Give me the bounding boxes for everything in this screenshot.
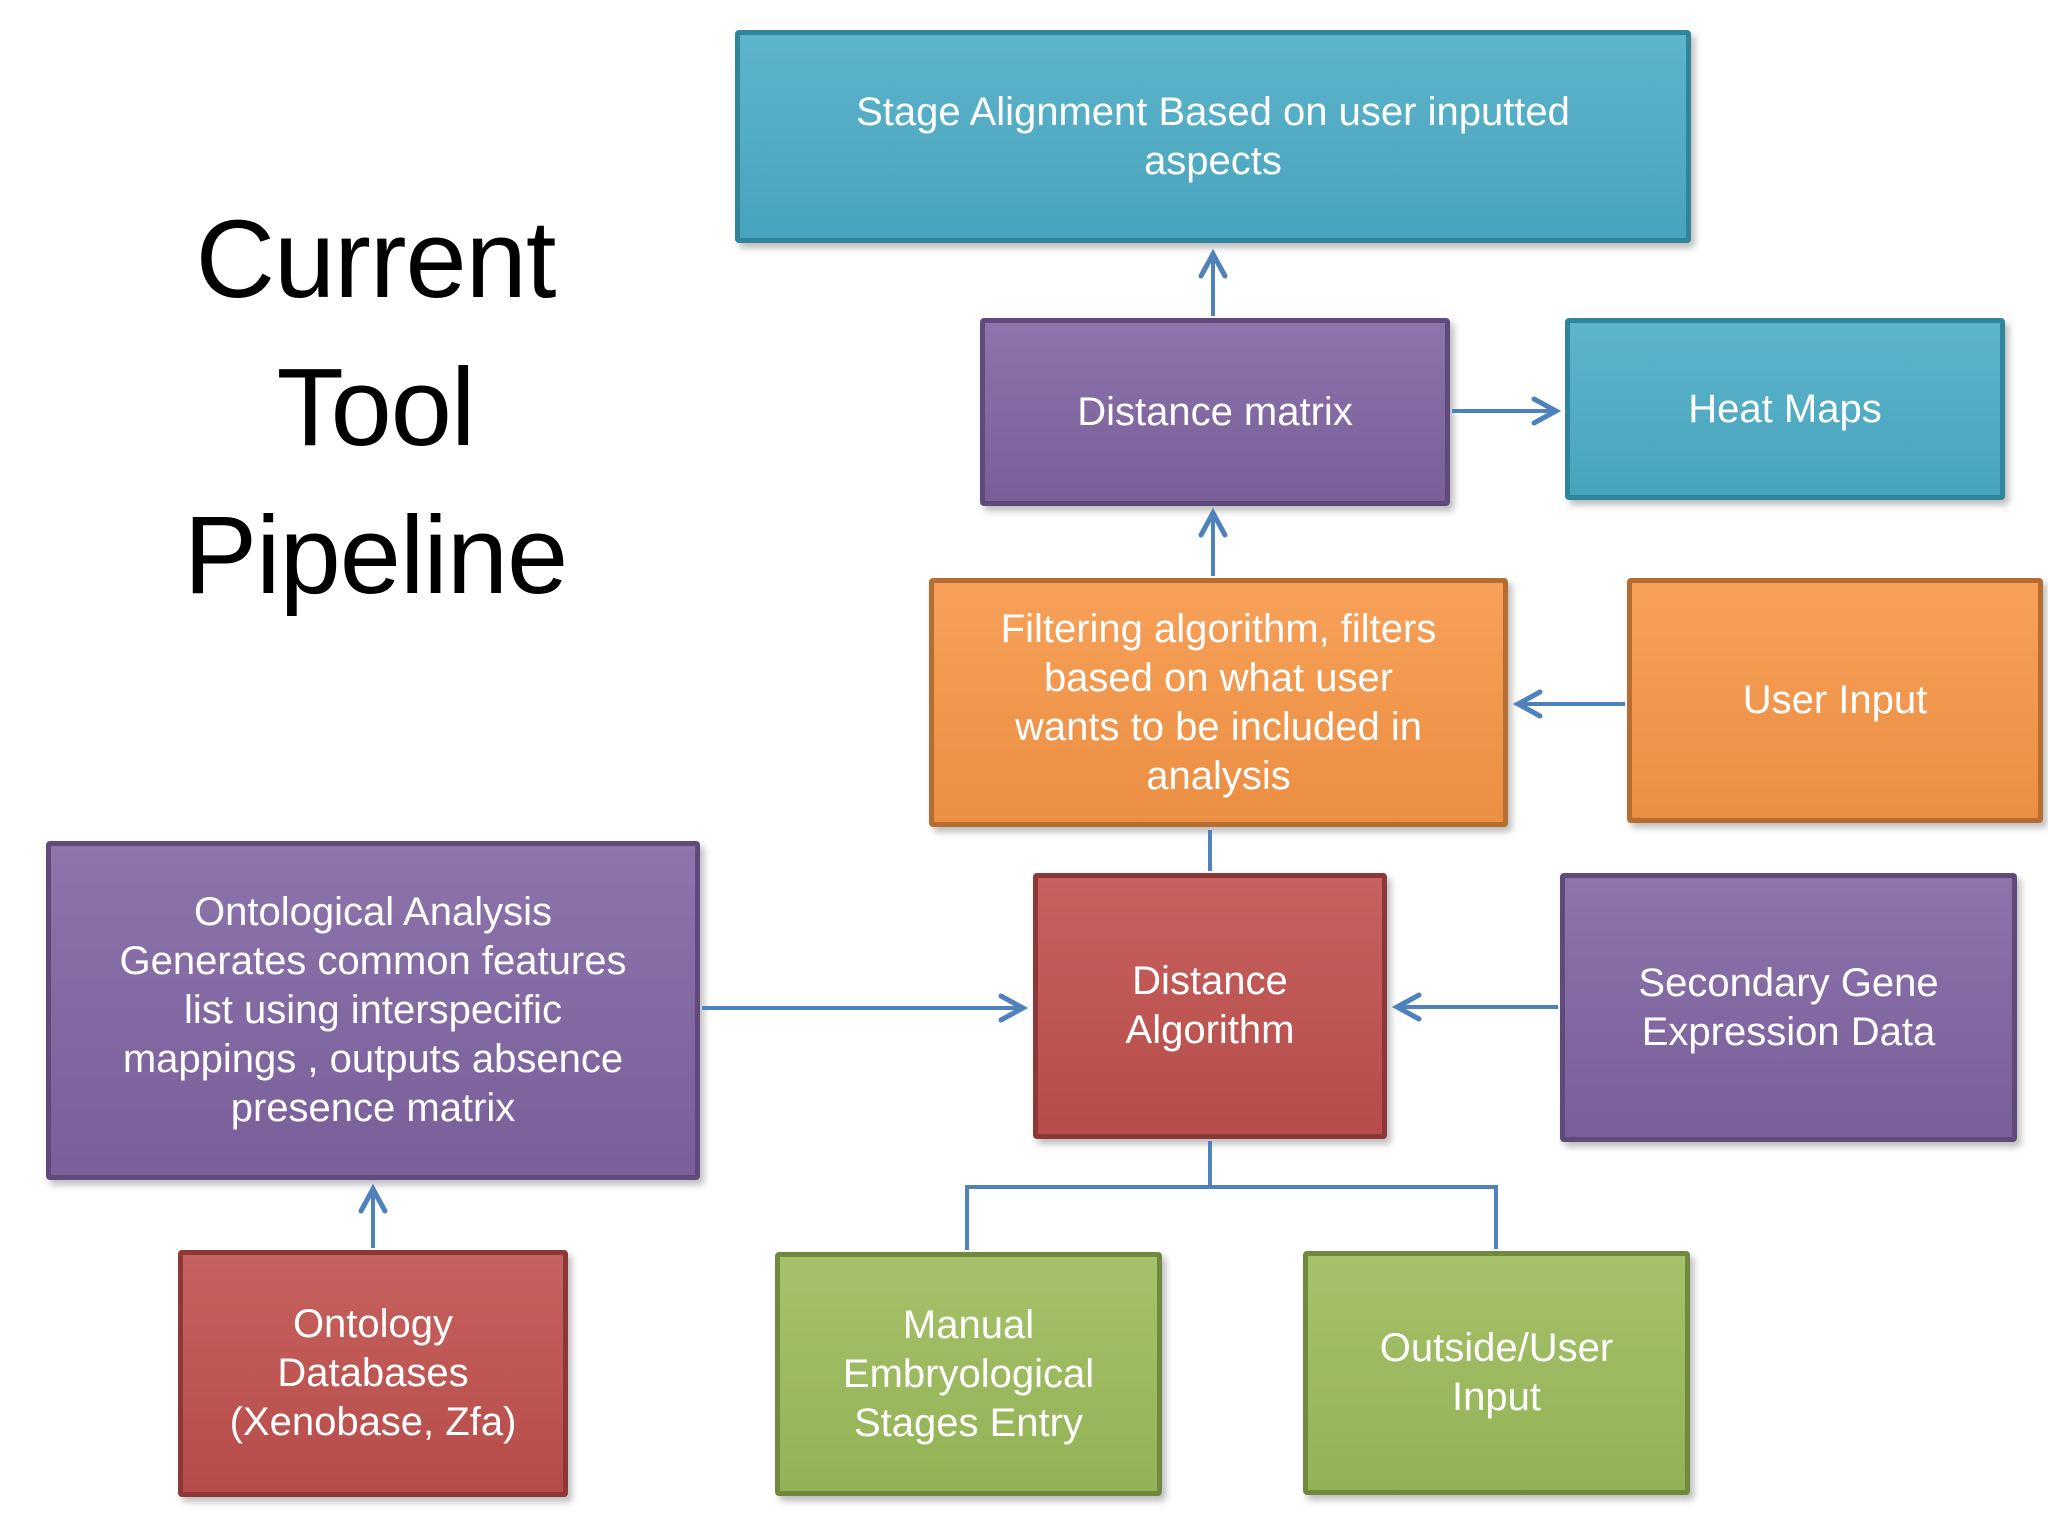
- node-ontological-analysis: Ontological Analysis Generates common fe…: [46, 841, 700, 1180]
- node-filtering-algorithm: Filtering algorithm, filters based on wh…: [929, 578, 1508, 827]
- diagram-title: Current Tool Pipeline: [183, 198, 568, 617]
- node-distance-algorithm: Distance Algorithm: [1033, 873, 1387, 1139]
- node-stage-alignment: Stage Alignment Based on user inputted a…: [735, 30, 1691, 243]
- node-outside-user-input: Outside/User Input: [1303, 1251, 1690, 1495]
- bracket-green-boxes-to-algorithm: [965, 1141, 1498, 1250]
- node-distance-matrix: Distance matrix: [980, 318, 1450, 506]
- node-ontology-databases: Ontology Databases (Xenobase, Zfa): [178, 1250, 568, 1497]
- node-secondary-gene-expression-data: Secondary Gene Expression Data: [1560, 873, 2017, 1142]
- node-user-input: User Input: [1627, 578, 2043, 823]
- node-manual-embryological-stages-entry: Manual Embryological Stages Entry: [775, 1252, 1162, 1496]
- node-heat-maps: Heat Maps: [1565, 318, 2005, 500]
